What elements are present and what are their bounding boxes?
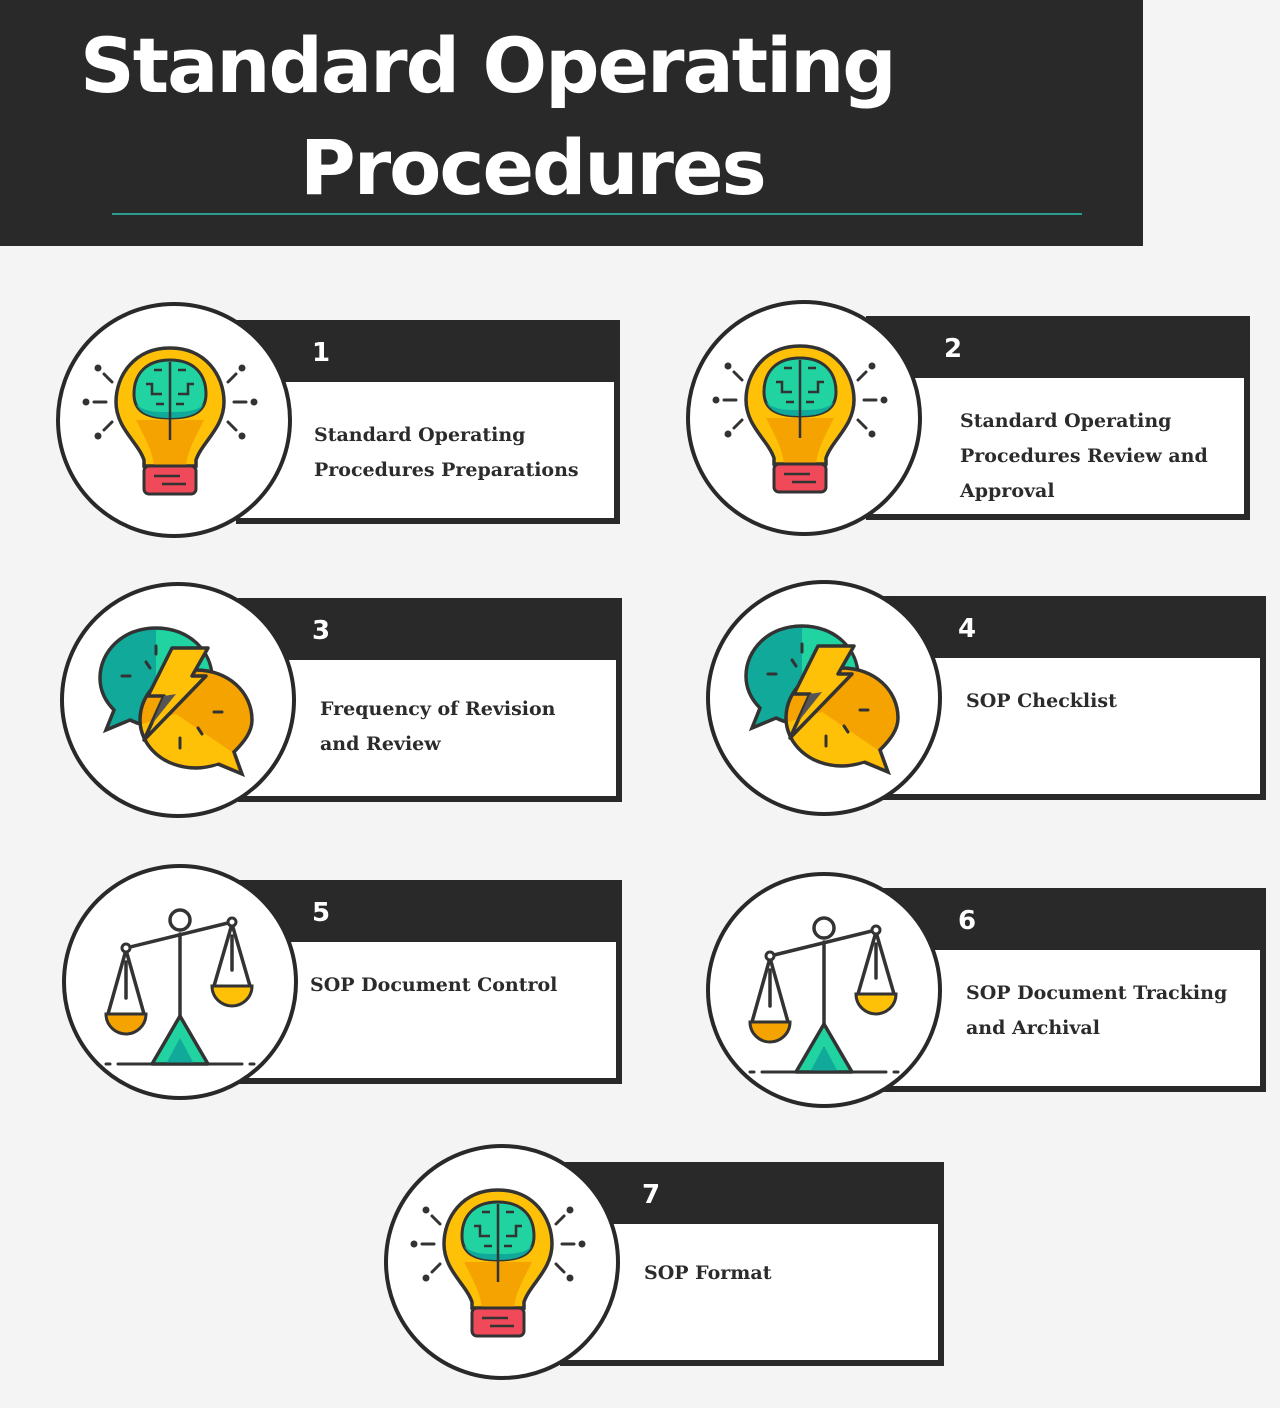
balance-scale-icon: [104, 908, 256, 1066]
step-label: SOP Document Tracking and Archival: [966, 982, 1228, 1039]
card-panel: 2 Standard Operating Procedures Review a…: [866, 316, 1250, 520]
icon-circle: [62, 864, 298, 1100]
title-underline: [112, 213, 1082, 215]
lightbulb-brain-icon: [410, 1188, 586, 1338]
step-number: 6: [958, 906, 977, 936]
step-label: Standard Operating Procedures Preparatio…: [314, 424, 579, 481]
icon-circle: [706, 872, 942, 1108]
balance-scale-icon: [748, 916, 900, 1074]
page-title-line-2: Procedures: [300, 123, 767, 212]
chat-lightning-icon: [98, 626, 254, 776]
step-label: SOP Checklist: [966, 690, 1117, 712]
icon-circle: [686, 300, 922, 536]
step-number: 2: [944, 334, 963, 364]
page-title-line-1: Standard Operating: [80, 21, 897, 110]
card-panel: 5 SOP Document Control: [238, 880, 622, 1084]
title-banner: Standard Operating Procedures: [0, 0, 1143, 246]
step-number: 3: [312, 616, 331, 646]
icon-circle: [706, 580, 942, 816]
card-panel: 4 SOP Checklist: [882, 596, 1266, 800]
step-number: 7: [642, 1180, 661, 1210]
step-number: 4: [958, 614, 977, 644]
lightbulb-brain-icon: [82, 346, 258, 496]
step-number: 1: [312, 338, 331, 368]
step-label: SOP Format: [644, 1262, 772, 1284]
step-label: Standard Operating Procedures Review and…: [960, 410, 1208, 502]
card-panel: 3 Frequency of Revision and Review: [238, 598, 622, 802]
icon-circle: [384, 1144, 620, 1380]
icon-circle: [56, 302, 292, 538]
card-panel: 1 Standard Operating Procedures Preparat…: [236, 320, 620, 524]
card-panel: 6 SOP Document Tracking and Archival: [882, 888, 1266, 1092]
icon-circle: [60, 582, 296, 818]
step-label: SOP Document Control: [310, 974, 558, 996]
step-label: Frequency of Revision and Review: [320, 698, 556, 755]
card-panel: 7 SOP Format: [560, 1162, 944, 1366]
chat-lightning-icon: [744, 624, 900, 774]
lightbulb-brain-icon: [712, 344, 888, 494]
step-number: 5: [312, 898, 331, 928]
